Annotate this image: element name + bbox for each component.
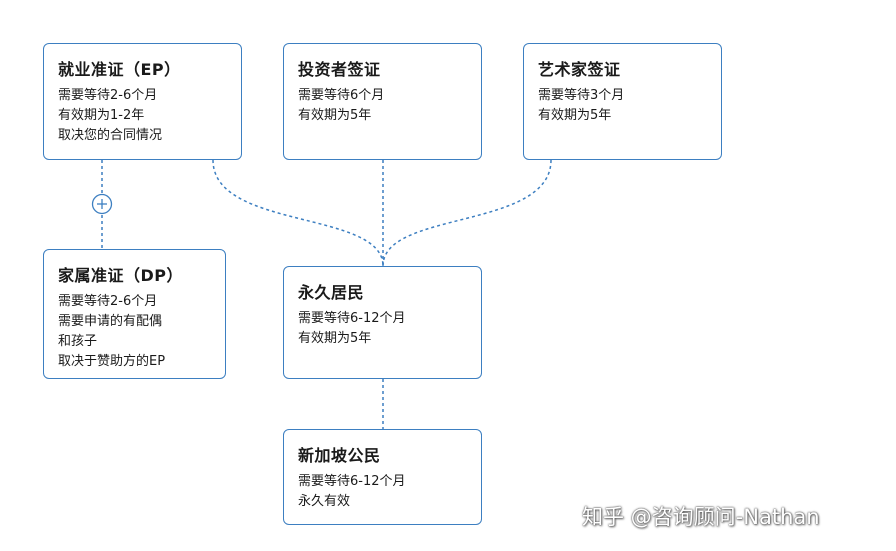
pr-box: 永久居民 需要等待6-12个月 有效期为5年 <box>283 266 482 379</box>
investor-title: 投资者签证 <box>298 60 381 79</box>
pr-title: 永久居民 <box>298 283 365 302</box>
dp-box: 家属准证（DP） 需要等待2-6个月 需要申请的有配偶 和孩子 取决于赞助方的E… <box>43 249 226 379</box>
artist-title: 艺术家签证 <box>538 60 621 79</box>
artist-to-pr-connector <box>382 159 552 267</box>
artist-line-2: 有效期为5年 <box>538 108 612 123</box>
investor-line-2: 有效期为5年 <box>298 108 372 123</box>
dp-line-1: 需要等待2-6个月 <box>58 294 158 309</box>
artist-box: 艺术家签证 需要等待3个月 有效期为5年 <box>523 43 722 160</box>
ep-line-1: 需要等待2-6个月 <box>58 88 158 103</box>
plus-circle-icon <box>91 193 113 215</box>
ep-line-2: 有效期为1-2年 <box>58 108 145 123</box>
citizen-title: 新加坡公民 <box>298 446 381 465</box>
dp-line-2: 需要申请的有配偶 <box>58 314 163 329</box>
dp-line-4: 取决于赞助方的EP <box>58 354 166 369</box>
citizen-box: 新加坡公民 需要等待6-12个月 永久有效 <box>283 429 482 525</box>
artist-line-1: 需要等待3个月 <box>538 88 625 103</box>
watermark-text: 知乎 @咨询顾问-Nathan <box>582 505 820 529</box>
dp-line-3: 和孩子 <box>58 334 98 349</box>
pr-line-1: 需要等待6-12个月 <box>298 311 406 326</box>
ep-box: 就业准证（EP） 需要等待2-6个月 有效期为1-2年 取决您的合同情况 <box>43 43 242 160</box>
ep-to-pr-connector <box>212 159 384 267</box>
citizen-line-2: 永久有效 <box>298 494 351 509</box>
ep-title: 就业准证（EP） <box>58 60 181 79</box>
investor-line-1: 需要等待6个月 <box>298 88 385 103</box>
pr-line-2: 有效期为5年 <box>298 331 372 346</box>
citizen-line-1: 需要等待6-12个月 <box>298 474 406 489</box>
ep-line-3: 取决您的合同情况 <box>58 128 163 143</box>
investor-box: 投资者签证 需要等待6个月 有效期为5年 <box>283 43 482 160</box>
dp-title: 家属准证（DP） <box>58 266 184 285</box>
